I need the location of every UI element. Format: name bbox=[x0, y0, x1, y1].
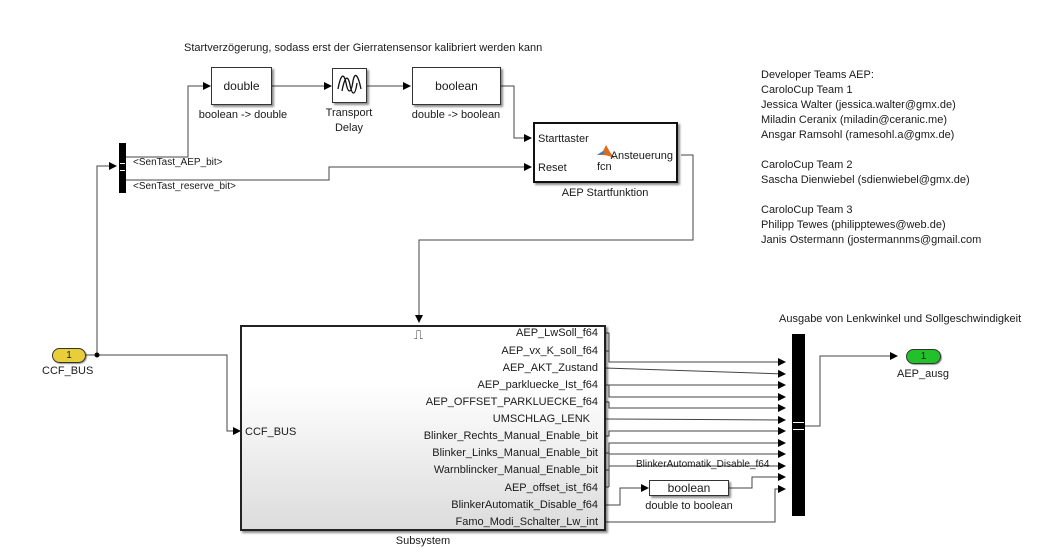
bus-creator-mux[interactable] bbox=[792, 334, 805, 516]
branch-junction bbox=[94, 352, 100, 358]
bus-selector[interactable] bbox=[119, 143, 126, 193]
outport-name: AEP_ausg bbox=[897, 368, 949, 380]
team-member: Miladin Ceranix (miladin@ceranic.me) bbox=[761, 114, 948, 126]
port-number: 1 bbox=[66, 350, 72, 361]
block-caption: Delay bbox=[334, 122, 364, 134]
team-name: CaroloCup Team 1 bbox=[761, 84, 853, 96]
subsystem-output-label: AEP_vx_K_soll_f64 bbox=[501, 345, 598, 357]
signal-label-blinker-automatik: BlinkerAutomatik_Disable_f64 bbox=[636, 459, 770, 470]
aep-startfunktion-block[interactable]: Starttaster Reset fcn Ansteuerung bbox=[533, 122, 678, 183]
bus-selector-port-icon bbox=[120, 163, 125, 171]
team-member: Sascha Dienwiebel (sdienwiebel@gmx.de) bbox=[761, 174, 970, 186]
team-name: CaroloCup Team 2 bbox=[761, 159, 853, 171]
subsystem-output-label: AEP_OFFSET_PARKLUECKE_f64 bbox=[425, 396, 598, 408]
subsystem-output-label: AEP_AKT_Zustand bbox=[502, 362, 598, 374]
block-name: AEP Startfunktion bbox=[561, 187, 649, 199]
wire-reserve-reset bbox=[126, 163, 532, 181]
port-number: 1 bbox=[920, 351, 927, 362]
wire-trigger bbox=[415, 154, 694, 323]
output-annotation: Ausgabe von Lenkwinkel und Sollgeschwind… bbox=[779, 313, 1022, 325]
subsystem-output-label: BlinkerAutomatik_Disable_f64 bbox=[451, 499, 598, 511]
subsystem-output-label: AEP_offset_ist_f64 bbox=[504, 482, 598, 494]
start-delay-annotation: Startverzögerung, sodass erst der Gierra… bbox=[184, 42, 543, 54]
subsystem-output-label: Blinker_Links_Manual_Enable_bit bbox=[432, 447, 598, 459]
subsystem-output-label: Blinker_Rechts_Manual_Enable_bit bbox=[423, 430, 598, 442]
block-caption: boolean -> double bbox=[198, 109, 288, 121]
developer-teams-heading: Developer Teams AEP: bbox=[761, 69, 874, 81]
wire-sentast-aep bbox=[126, 82, 211, 158]
data-type-conversion-double-to-boolean[interactable]: boolean bbox=[649, 480, 729, 496]
team-member: Janis Ostermann (jostermannms@gmail.com bbox=[761, 234, 982, 246]
wire-boolean-starttaster bbox=[501, 85, 532, 142]
wire-to-busselector bbox=[96, 162, 117, 355]
developer-teams-note: Developer Teams AEP: CaroloCup Team 1 Je… bbox=[761, 68, 981, 248]
subsystem-name: Subsystem bbox=[395, 535, 451, 547]
team-member: Jessica Walter (jessica.walter@gmx.de) bbox=[761, 99, 956, 111]
wire-to-subsystem bbox=[97, 354, 241, 435]
transport-delay-icon bbox=[337, 74, 362, 94]
block-caption: Transport bbox=[325, 107, 373, 119]
matlab-function-icon bbox=[597, 145, 615, 159]
data-type-conversion-boolean[interactable]: boolean bbox=[412, 67, 501, 105]
signal-label-sentast-aep: <SenTast_AEP_bit> bbox=[133, 157, 223, 168]
input-port-label: Reset bbox=[538, 162, 567, 174]
bus-creator-port-icon bbox=[793, 422, 804, 430]
inport-ccf-bus[interactable]: 1 bbox=[52, 348, 86, 363]
trigger-icon: ⎍ bbox=[414, 327, 424, 342]
block-text: boolean bbox=[435, 79, 478, 93]
input-port-label: Starttaster bbox=[538, 133, 589, 145]
subsystem-output-label: UMSCHLAG_LENK bbox=[492, 413, 590, 425]
block-text: double bbox=[223, 79, 260, 93]
block-text: boolean bbox=[667, 481, 711, 495]
inport-name: CCF_BUS bbox=[42, 365, 94, 377]
block-caption: double -> boolean bbox=[411, 109, 501, 121]
transport-delay-block[interactable] bbox=[332, 68, 367, 103]
output-port-label: Ansteuerung bbox=[610, 150, 673, 162]
data-type-conversion-double[interactable]: double bbox=[211, 67, 272, 105]
subsystem-input-label: CCF_BUS bbox=[245, 426, 297, 438]
subsystem-block[interactable]: ⎍ CCF_BUS AEP_LwSoll_f64 AEP_vx_K_soll_f… bbox=[240, 325, 606, 531]
subsystem-output-label: Warnblincker_Manual_Enable_bit bbox=[433, 464, 598, 476]
wire-mux-outport bbox=[805, 352, 898, 427]
subsystem-output-label: Famo_Modi_Schalter_Lw_int bbox=[455, 516, 598, 528]
team-member: Ansgar Ramsohl (ramesohl.a@gmx.de) bbox=[761, 129, 955, 141]
team-name: CaroloCup Team 3 bbox=[761, 204, 853, 216]
team-member: Philipp Tewes (philipptewes@web.de) bbox=[761, 219, 946, 231]
block-caption: double to boolean bbox=[645, 500, 733, 512]
subsystem-output-label: AEP_parkluecke_Ist_f64 bbox=[477, 379, 598, 391]
outport-aep-ausg[interactable]: 1 bbox=[906, 349, 941, 364]
fcn-label: fcn bbox=[597, 161, 612, 173]
subsystem-output-label: AEP_LwSoll_f64 bbox=[516, 327, 598, 339]
signal-label-sentast-reserve: <SenTast_reserve_bit> bbox=[133, 181, 236, 192]
